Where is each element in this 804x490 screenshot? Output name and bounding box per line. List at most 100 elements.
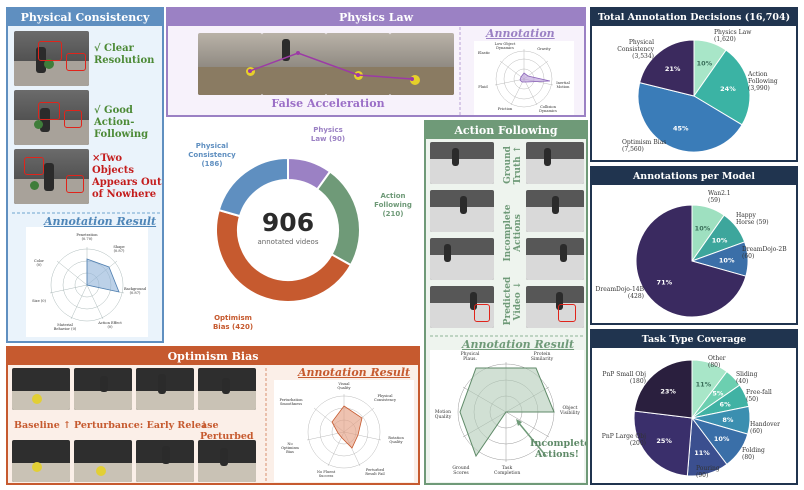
pie2-label-2: DreamDojo-2B (60) [742,246,787,260]
pie3-pct-0: 11% [696,380,712,388]
af-radar-axis-4: Ground Scores [452,466,470,476]
ob-annotation-title: Annotation Result [298,366,411,379]
ob-radar [306,394,382,469]
pc-radar [49,247,125,322]
pie3-label-2: Free-fall (50) [746,389,772,403]
pie1-pct-3: 21% [665,65,681,73]
af-row-label-gt: Ground Truth ↑ [503,145,523,185]
pie2-label-3: DreamDojo-14B (428) [595,286,644,300]
physics-law-title: Physics Law [168,9,584,26]
pc-radar-axis-2: Background (0.87) [123,287,147,295]
ob-perturbed: ↓ Perturbed [200,420,254,442]
pl-radar [494,49,554,108]
af-radar-axis-3: Task Completion [494,466,521,476]
donut-label-physics-law: Physics Law (90) [310,126,346,143]
af-frames: Ground Truth ↑ Incomplete Actions Predic… [430,142,584,332]
af-radar [457,362,555,462]
donut-subtitle: annotated videos [257,238,319,246]
pie1-pct-1: 24% [720,85,736,93]
pc-label-error: ×Two Objects Appears Out of Nowhere [92,153,162,200]
pie3-pct-2: 6% [720,400,732,408]
pie3-label-5: Pouring (90) [696,465,720,479]
af-callout: Incomplete Actions! [530,438,588,460]
pie3-label-1: Sliding (40) [736,371,758,385]
pie1-pct-2: 45% [673,125,689,133]
pl-radar-axis-1: Gravity [537,47,551,51]
pc-radar-axis-6: Color (0) [34,259,44,267]
pl-radar-axis-4: Friction [497,107,513,111]
pl-radar-axis-6: Elastic [477,51,491,55]
ob-radar-axis-1: Physical Consistency [374,394,396,402]
ob-baseline: Baseline ↑ [14,420,72,431]
optimism-bias-panel: Optimism Bias Baseline ↑ Perturbance: Ea… [6,346,420,485]
af-radar-box: Physical Plaus. Protein Similarity Objec… [430,350,588,482]
total-annotation-pie: 10% 24% 45% 21% [637,39,751,153]
pie3-label-7: PnP Small Obj (180) [602,371,646,385]
pc-photo-2 [14,90,89,145]
af-radar-axis-2: Object Visibility [560,406,580,416]
pie2-label-0: Wan2.1 (59) [708,190,731,204]
pc-radar-axis-0: Penetration (0.70) [76,233,98,241]
pl-radar-axis-5: Fluid [478,85,488,89]
pc-radar-axis-4: Material Behavior (0) [53,323,77,331]
af-row-label-incomplete: Incomplete Actions [503,204,523,262]
af-radar-axis-1: Protein Similarity [530,352,554,362]
pc-label-action: √ Good Action-Following [94,105,149,140]
pie1-slice-2 [637,82,743,153]
pie3-pct-1: 5% [712,390,724,398]
pc-radar-axis-1: Shape (0.87) [113,245,125,253]
action-following-title: Action Following [426,122,586,139]
pie1-slice-1 [693,49,751,126]
pie3-label-4: Folding (80) [742,447,765,461]
ob-radar-axis-4: No Fluent Success [316,470,336,478]
donut-slice-physical_consistency [217,156,289,218]
task-type-panel: Task Type Coverage 11%5%6%8%10%11%25%23%… [590,329,798,485]
trajectory-line [248,51,414,81]
donut-chart [215,156,361,303]
pie1-slice-3 [639,39,695,97]
donut-slice-action_following [315,170,361,267]
pie3-label-3: Handover (60) [750,421,780,435]
physical-consistency-panel: Physical Consistency √ Clear Resolution … [6,7,164,343]
pie1-pct-0: 10% [697,59,713,67]
pl-radar-axis-0: Low Object Dynamics [494,42,516,50]
pl-divider [459,27,461,115]
pie3-pct-4: 10% [714,435,730,443]
af-divider [430,335,584,337]
af-row-label-pred: Predicted Video ↓ [503,276,523,326]
pie3-slice-6 [633,410,693,477]
pie2-pct-2: 10% [719,256,735,264]
total-annotation-title: Total Annotation Decisions (16,704) [592,9,796,26]
pie1-label-0: Physics Law (1,620) [714,29,752,43]
donut-area: 906 annotated videos Physics Law (90) Ph… [168,120,420,342]
pie3-pct-3: 8% [722,416,734,424]
pie3-slice-7 [633,359,693,419]
pc-annotation-title: Annotation Result [44,215,157,228]
pie1-label-3: Physical Consistency (3,534) [617,39,654,60]
ob-radar-axis-2: Rotation Quality [388,436,404,444]
pl-radar-axis-3: Collision Dynamics [539,105,557,113]
af-annotation-title: Annotation Result [462,338,575,351]
pc-radar-axis-5: Size (0) [32,299,46,303]
pie2-pct-3: 71% [657,278,673,286]
pc-divider [12,212,162,214]
pie2-pct-0: 10% [695,224,711,232]
pie3-pct-5: 11% [694,449,710,457]
task-type-pie: 11%5%6%8%10%11%25%23% [633,359,751,477]
pie2-pct-1: 10% [712,236,728,244]
ob-radar-axis-5: No Optimism Bias [281,442,299,454]
pie2-slice-3 [635,204,747,318]
ob-radar-axis-6: Perturbation Smoothness [279,398,303,406]
per-model-panel: Annotations per Model 10%10%10%71% Wan2.… [590,166,798,325]
task-type-title: Task Type Coverage [592,331,796,348]
donut-slice-optimism_bias [215,208,353,303]
af-radar-axis-5: Motion Quality [434,410,452,420]
pc-radar-box: Penetration (0.70) Shape (0.87) Backgrou… [26,227,148,337]
ob-radar-box: Visual Quality Physical Consistency Rota… [274,380,414,482]
ob-perturbation: Perturbance: Early Release [74,420,219,431]
ob-frames: Baseline ↑ Perturbance: Early Release ↓ … [12,368,260,482]
pie3-pct-7: 23% [660,388,676,396]
ob-radar-axis-0: Visual Quality [337,382,351,390]
pc-radar-axis-3: Action Effect (0) [98,321,122,329]
optimism-bias-title: Optimism Bias [8,348,418,365]
